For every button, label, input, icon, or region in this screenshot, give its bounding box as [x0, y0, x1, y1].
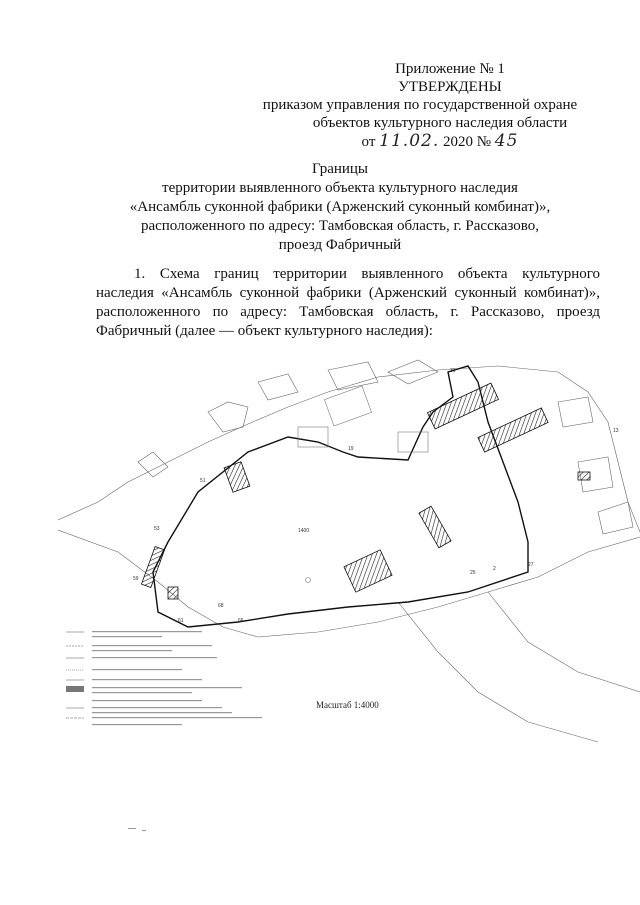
svg-text:66: 66 — [238, 618, 244, 624]
svg-text:27: 27 — [528, 562, 534, 568]
svg-text:19: 19 — [348, 446, 354, 452]
territory-boundary-map: 31 19 51 53 59 61 66 68 2 27 25 13 1400 — [58, 359, 640, 743]
point-labels: 31 19 51 53 59 61 66 68 2 27 25 13 1400 — [133, 368, 619, 624]
svg-text:2: 2 — [493, 566, 496, 572]
document-title: Границы территории выявленного объекта к… — [80, 160, 600, 255]
order-date-line: от 11.02. 2020 № 45 — [240, 132, 600, 151]
approval-block: Приложение № 1 УТВЕРЖДЕНЫ приказом управ… — [240, 60, 600, 151]
svg-text:31: 31 — [450, 368, 456, 374]
scan-speck — [142, 830, 146, 831]
svg-text:1400: 1400 — [298, 528, 309, 534]
scan-speck — [128, 828, 136, 829]
hatched-objects — [140, 382, 591, 600]
order-line: приказом управления по государственной о… — [262, 97, 578, 113]
paragraph-line-2: наследия «Ансамбль суконной фабрики (Арж… — [96, 285, 600, 301]
handwritten-order-number: 45 — [494, 131, 519, 151]
title-line-4: расположенного по адресу: Тамбовская обл… — [140, 218, 540, 234]
building-outlines — [297, 385, 429, 583]
paragraph-line-3: расположенного по адресу: Тамбовская обл… — [96, 304, 600, 320]
map-legend — [66, 631, 262, 726]
scheme-paragraph: 1. Схема границ территории выявленного о… — [96, 265, 600, 341]
svg-text:53: 53 — [154, 526, 160, 532]
svg-text:61: 61 — [178, 618, 184, 624]
authority-line: объектов культурного наследия области — [312, 115, 568, 131]
background-linework — [58, 359, 640, 743]
svg-text:51: 51 — [200, 478, 206, 484]
svg-text:59: 59 — [133, 576, 139, 582]
svg-text:25: 25 — [470, 570, 476, 576]
title-line-5: проезд Фабричный — [278, 237, 402, 253]
svg-text:68: 68 — [218, 603, 224, 609]
title-line-3: «Ансамбль суконной фабрики (Арженский су… — [129, 199, 551, 215]
map-scale-label: Масштаб 1:4000 — [316, 700, 379, 710]
number-sign: № — [476, 134, 492, 150]
approved-label: УТВЕРЖДЕНЫ — [398, 79, 502, 95]
boundary-line — [152, 365, 529, 628]
paragraph-line-1: 1. Схема границ территории выявленного о… — [134, 266, 600, 282]
appendix-number: Приложение № 1 — [395, 61, 505, 77]
handwritten-date: 11.02. — [379, 131, 440, 151]
paragraph-line-4: Фабричный (далее — объект культурного на… — [96, 323, 433, 339]
title-line-1: Границы — [311, 161, 369, 177]
svg-text:13: 13 — [613, 428, 619, 434]
title-line-2: территории выявленного объекта культурно… — [162, 180, 518, 196]
date-prefix: от — [361, 134, 376, 150]
order-year: 2020 — [442, 134, 473, 150]
